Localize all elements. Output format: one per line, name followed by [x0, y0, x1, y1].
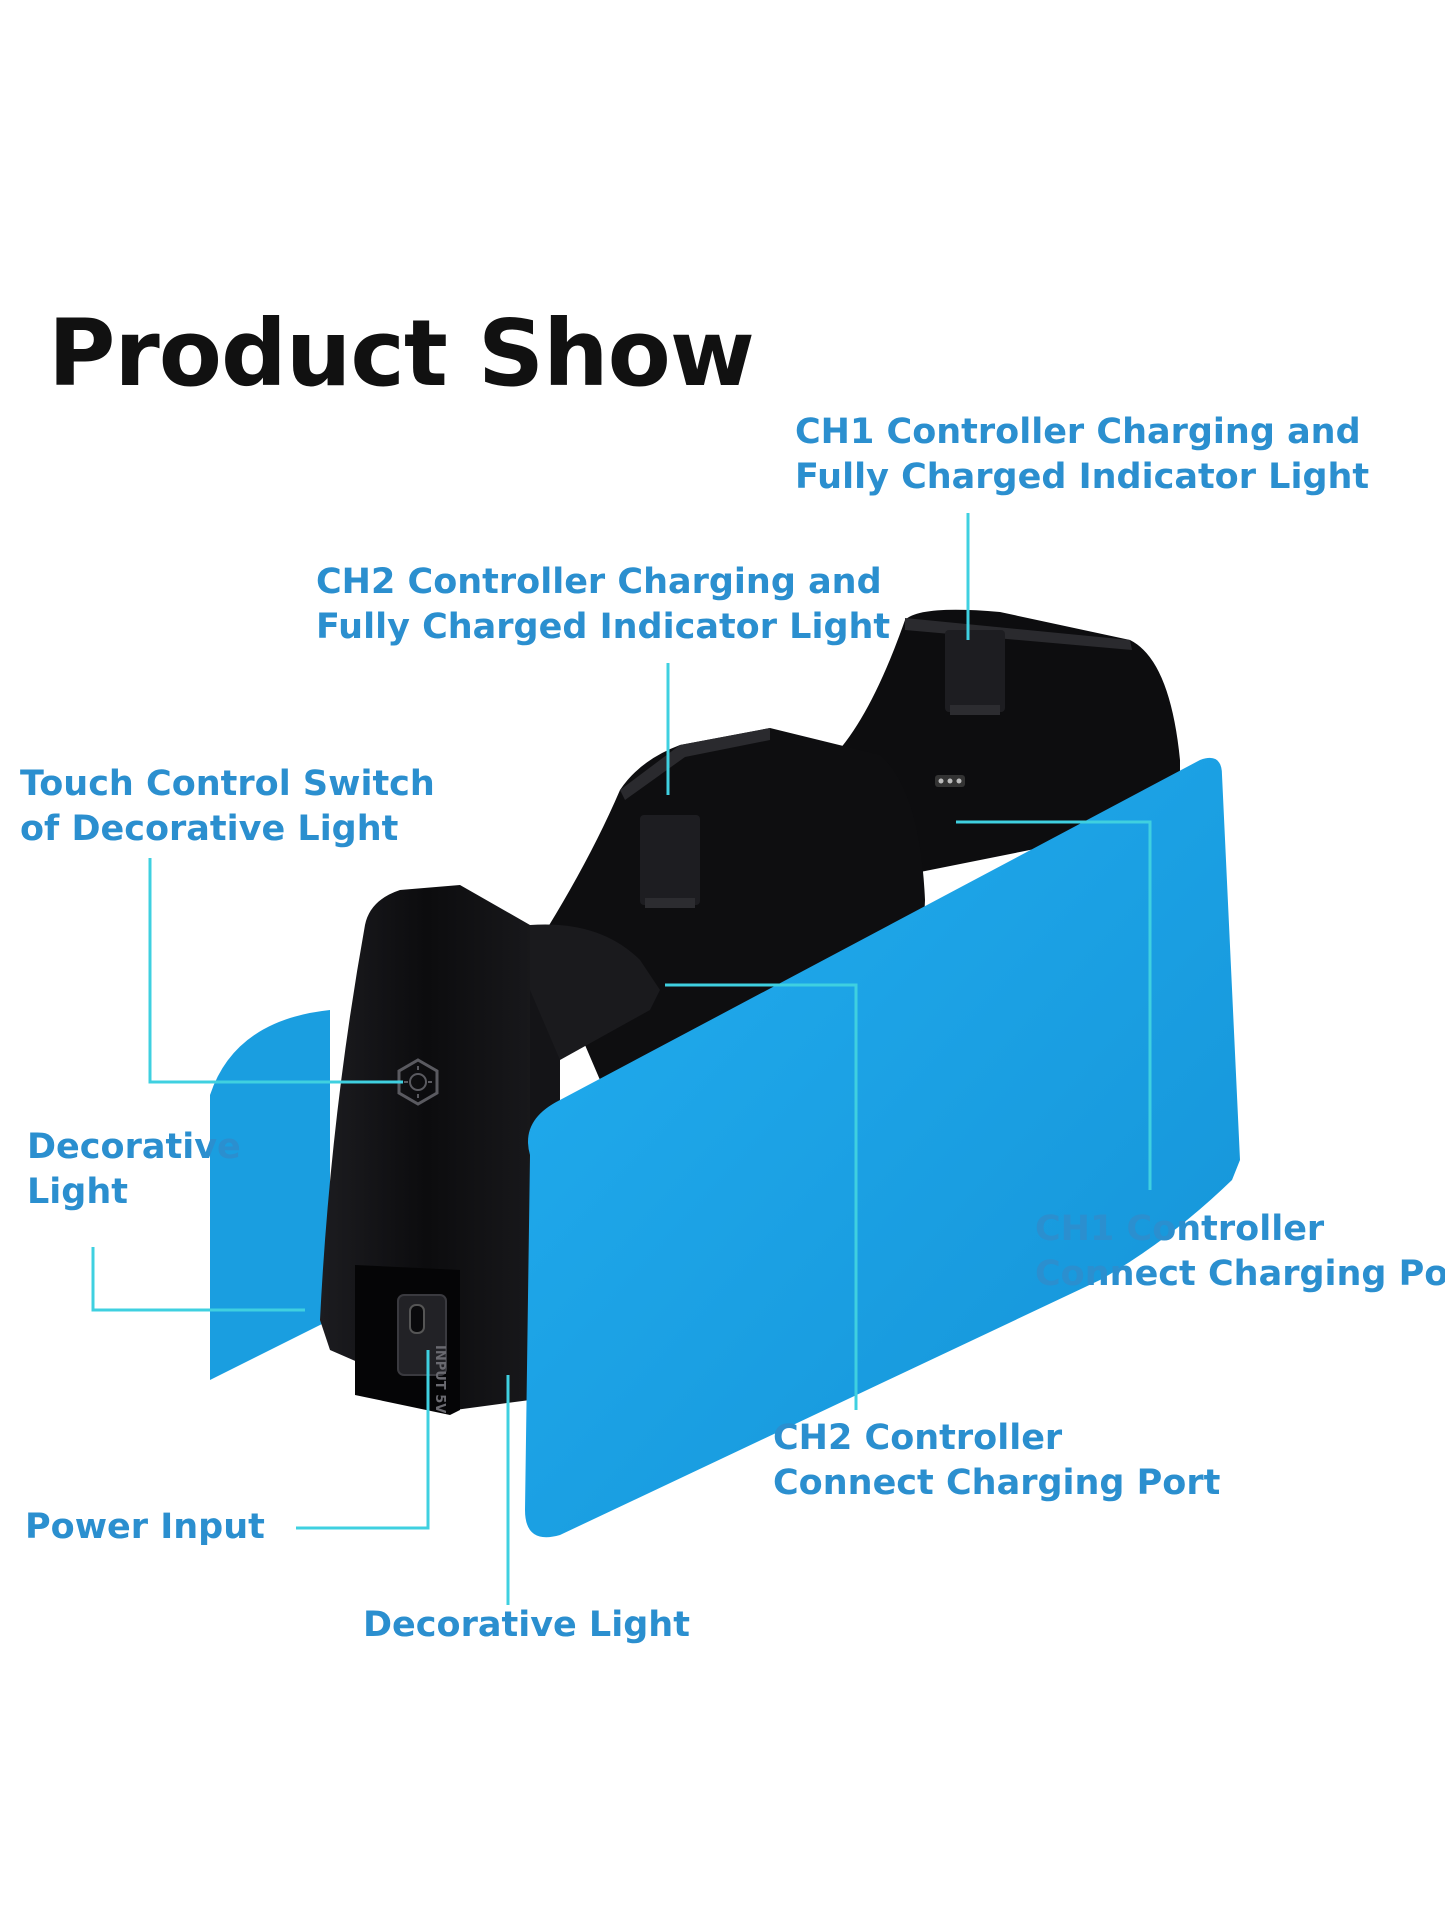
label-decorative-bottom: Decorative Light — [363, 1605, 690, 1645]
touch-switch-icon[interactable] — [397, 1058, 439, 1106]
leader-lines — [91, 513, 1152, 1605]
label-ch2-indicator: CH2 Controller Charging and Fully Charge… — [316, 562, 891, 647]
decorative-light-left-panel — [210, 1010, 330, 1380]
leader-power-input — [296, 1350, 430, 1530]
decorative-light-front-panel — [525, 757, 1240, 1538]
leader-ch1-port — [956, 820, 1152, 1190]
front-block: INPUT 5V — [320, 885, 660, 1415]
label-ch1-port: CH1 Controller Connect Charging Port — [1035, 1209, 1445, 1294]
leader-ch2-port — [665, 983, 858, 1410]
label-ch1-indicator: CH1 Controller Charging and Fully Charge… — [795, 412, 1370, 497]
port-marking: INPUT 5V — [432, 1345, 447, 1413]
leader-touch-switch — [148, 858, 403, 1084]
label-ch2-port: CH2 Controller Connect Charging Port — [773, 1418, 1221, 1503]
label-decorative-left: Decorative Light — [27, 1127, 241, 1212]
leader-decorative-left — [91, 1247, 305, 1312]
label-touch-switch: Touch Control Switch of Decorative Light — [20, 764, 435, 849]
ch1-cradle — [830, 609, 1180, 880]
page-title: Product Show — [48, 300, 755, 407]
label-power-input: Power Input — [25, 1507, 265, 1547]
